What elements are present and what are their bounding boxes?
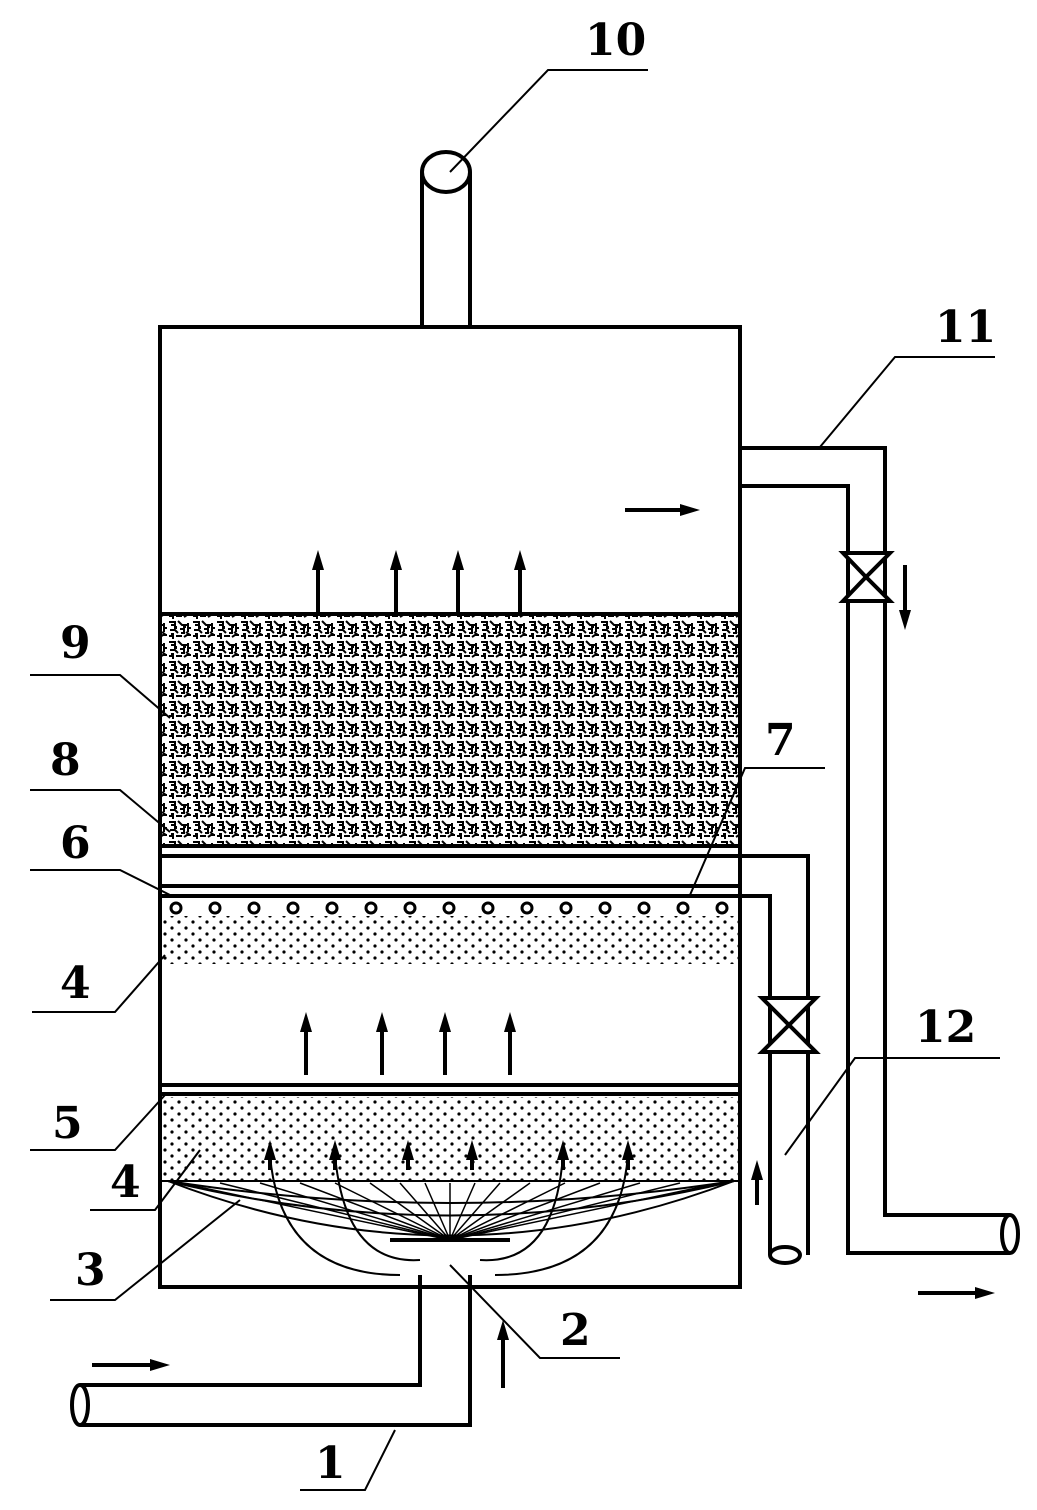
overflow-pipe — [740, 446, 1020, 1299]
reactor-vessel — [158, 325, 742, 1289]
perforated-plate — [160, 1083, 740, 1096]
label-6: 6 — [60, 818, 91, 869]
inlet-pipe — [70, 1275, 509, 1427]
label-4-upper: 4 — [60, 958, 91, 1009]
middle-flow-arrows — [300, 1012, 516, 1075]
label-10: 10 — [585, 15, 646, 66]
backwash-pipe — [740, 854, 821, 1265]
label-8: 8 — [50, 735, 81, 786]
label-2: 2 — [560, 1305, 591, 1356]
label-4-lower: 4 — [110, 1157, 141, 1208]
leader-lines — [30, 69, 1000, 1491]
bottom-distributor — [167, 1154, 735, 1276]
label-7: 7 — [765, 715, 796, 766]
label-3: 3 — [75, 1245, 106, 1296]
overflow-arrow — [625, 504, 700, 516]
bottom-flow-arrows — [264, 1140, 634, 1170]
dotted-layer-upper — [162, 916, 738, 964]
label-12: 12 — [915, 1002, 976, 1053]
label-1: 1 — [315, 1438, 346, 1489]
dotted-layer-lower — [162, 1097, 738, 1181]
filter-media-layer — [162, 614, 738, 846]
label-9: 9 — [60, 618, 91, 669]
label-11: 11 — [935, 302, 996, 353]
distribution-pipe — [160, 884, 740, 915]
label-5: 5 — [52, 1098, 83, 1149]
support-plate — [160, 844, 740, 858]
upper-flow-arrows — [312, 550, 526, 612]
gas-outlet-pipe — [420, 150, 472, 327]
